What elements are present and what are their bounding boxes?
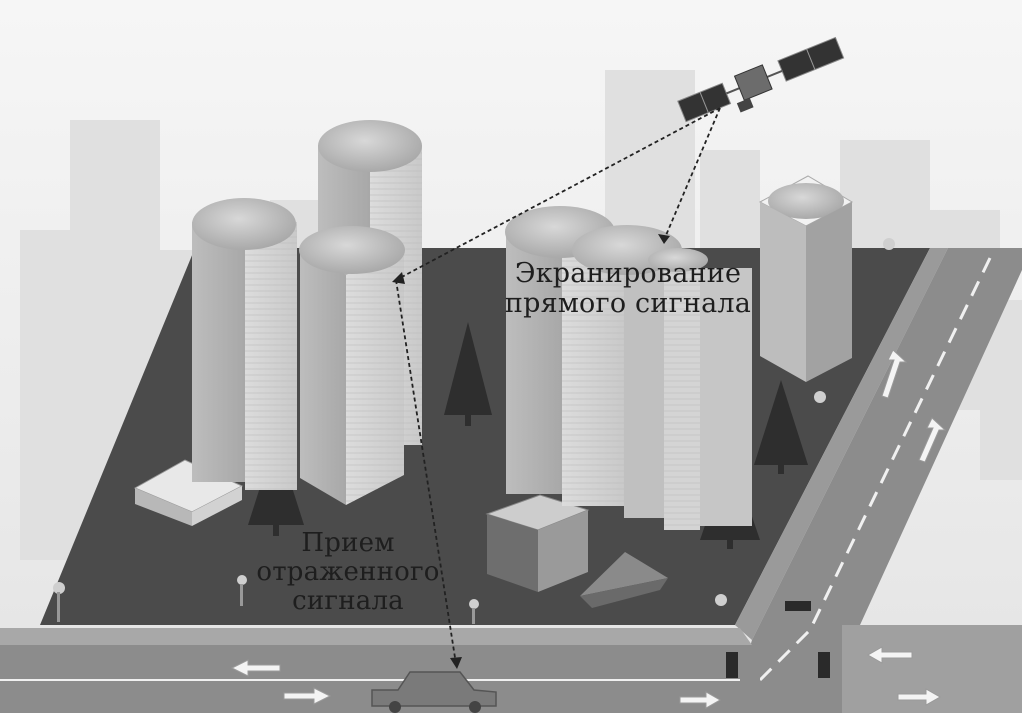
signal-direct-blocked <box>663 107 721 241</box>
arrowhead-icon <box>392 272 405 284</box>
road-arrows <box>230 349 947 709</box>
arrow-up-icon <box>918 417 947 463</box>
arrow-right-icon <box>679 691 722 709</box>
arrow-left-icon <box>866 646 913 664</box>
label-line: отраженного <box>256 557 440 588</box>
arrowhead-icon <box>658 234 670 244</box>
bottom-sidewalk <box>0 628 752 645</box>
arrow-up-icon <box>881 349 908 399</box>
signal-reflection-incoming <box>395 107 721 281</box>
arrow-right-icon <box>283 687 332 705</box>
label-reflected-signal: Прием отраженного сигнала <box>248 528 448 617</box>
arrow-left-icon <box>230 659 281 677</box>
low-building-center <box>485 494 668 608</box>
right-sidewalk <box>735 248 948 640</box>
arrowhead-icon <box>450 657 462 669</box>
traffic-lights <box>726 601 830 678</box>
label-line: Прием <box>301 528 395 558</box>
signal-paths <box>395 107 721 665</box>
tower-left <box>192 198 297 490</box>
lamp-posts <box>53 238 895 624</box>
diagonal-road-center-line <box>758 257 992 682</box>
satellite-icon <box>677 36 845 123</box>
arrow-right-icon <box>897 688 942 706</box>
tower-cluster-center <box>505 206 752 530</box>
label-shielding-direct-signal: Экранирование прямого сигнала <box>500 258 756 320</box>
label-line: прямого сигнала <box>504 288 752 320</box>
signal-reflected-to-car <box>395 279 457 665</box>
diagonal-road <box>730 248 1022 713</box>
tree-icon <box>754 380 808 465</box>
tower-right <box>758 175 854 382</box>
label-line: сигнала <box>292 586 404 617</box>
tower-front-left <box>299 226 405 505</box>
label-line: Экранирование <box>514 258 742 289</box>
car-receiver <box>371 671 497 713</box>
tree-icon <box>444 322 492 415</box>
low-building-left <box>133 459 244 526</box>
signal-arrowheads <box>392 234 670 669</box>
